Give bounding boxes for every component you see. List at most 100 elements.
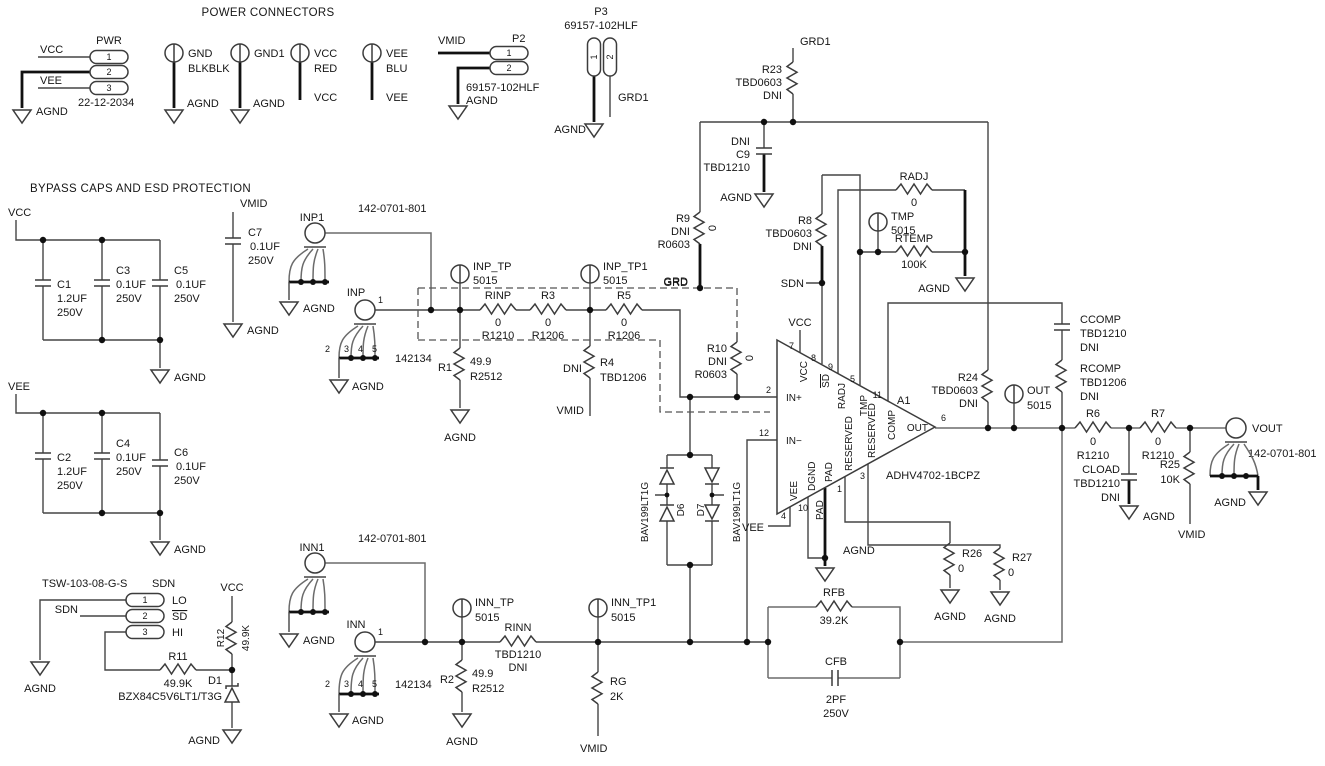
testpoint-INN_TP: INN_TP 5015	[452, 597, 514, 624]
r11-ref: R11	[168, 651, 187, 663]
tsw-pin-1: 1	[142, 595, 147, 605]
a1-pin-out-num: 6	[941, 413, 946, 423]
inn-part: 142134	[395, 679, 432, 691]
a1-pin-tmp-name: TMP	[859, 395, 870, 416]
net-label-agnd: AGND	[444, 432, 476, 444]
radj-value: 0	[911, 197, 917, 209]
jack-vcc-name: VCC	[314, 48, 337, 60]
a1-pin-vcc-num: 7	[789, 341, 794, 351]
net-label-agnd: AGND	[720, 192, 752, 204]
d6-ref: D6	[676, 503, 687, 516]
p3-ref: P3	[594, 6, 607, 18]
net-label-agnd: AGND	[446, 736, 478, 748]
r10-pkg: R0603	[695, 369, 727, 381]
net-label-agnd: AGND	[188, 735, 220, 747]
inn-pin-4: 4	[358, 679, 363, 689]
r4-note: DNI	[563, 363, 582, 375]
a1-pin-res1-name: RESERVED	[844, 416, 855, 471]
resistor-R26: R26 0 AGND	[934, 542, 982, 623]
d7-part: BAV199LT1G	[732, 482, 743, 542]
capacitor-C9: DNI C9 TBD1210 AGND	[704, 136, 774, 208]
c2-rating: 250V	[57, 480, 83, 492]
net-label-agnd: AGND	[303, 303, 335, 315]
vout-part: 142-0701-801	[1248, 448, 1317, 460]
resistor-RINP: RINP 0 R1210	[479, 290, 517, 342]
net-label-agnd: AGND	[554, 124, 586, 136]
pwr-ref: PWR	[96, 35, 122, 47]
resistor-R12: VCC R12 49.9K	[216, 582, 252, 655]
diode-D1: D1 BZX84C5V6LT1/T3G AGND	[118, 675, 242, 747]
inp-tp-ref: INP_TP	[473, 261, 512, 273]
c4-rating: 250V	[116, 466, 142, 478]
a1-pin-vcc-name: VCC	[799, 361, 810, 382]
inp1-ref: INP1	[300, 212, 324, 224]
capacitor-C7: VMID C7 0.1UF 250V AGND	[223, 198, 280, 338]
a1-pin-dgnd-num: 10	[798, 503, 808, 513]
c5-value: 0.1UF	[176, 279, 206, 291]
a1-pin-vee-name: VEE	[789, 481, 800, 501]
r27-ref: R27	[1012, 552, 1032, 564]
rinn-ref: RINN	[505, 622, 532, 634]
resistor-R27: R27 0 AGND	[984, 547, 1032, 625]
rtemp-ref: RTEMP	[895, 233, 933, 245]
capacitor-CCOMP: CCOMP TBD1210 DNI	[1053, 314, 1126, 354]
c9-value: TBD1210	[704, 162, 750, 174]
r24-ref: R24	[958, 372, 978, 384]
a1-pin-sd-num: 8	[811, 353, 816, 363]
jack-vee: VEE BLU VEE	[362, 43, 408, 104]
net-label-vee: VEE	[8, 381, 30, 393]
d1-part: BZX84C5V6LT1/T3G	[118, 691, 222, 703]
a1-pin-inpos-name: IN+	[786, 393, 802, 404]
opamp-triangle	[776, 338, 937, 516]
a1-pin-tmp-num: 5	[850, 374, 855, 384]
rinn-value: TBD1210	[495, 649, 541, 661]
net-label-agnd: AGND	[352, 715, 384, 727]
a1-pin-inneg-name: IN−	[786, 436, 802, 447]
rtemp-value: 100K	[901, 259, 927, 271]
resistor-R24: R24 TBD0603 DNI	[932, 369, 993, 410]
inp-tp-part: 5015	[473, 275, 497, 287]
inn1-ref: INN1	[299, 542, 324, 554]
rfb-ref: RFB	[823, 587, 845, 599]
net-label-agnd: AGND	[466, 95, 498, 107]
a1-pin-pad-name: PAD	[824, 462, 835, 482]
c3-ref: C3	[116, 265, 130, 277]
net-label-vcc: VCC	[788, 317, 811, 329]
inn-pin-3: 3	[344, 679, 349, 689]
net-label-agnd: AGND	[174, 372, 206, 384]
net-label-vcc: VCC	[40, 44, 63, 56]
opamp-A1: A1 ADHV4702-1BCPZ IN+ 2 IN− 12 VCC 7 SD …	[742, 317, 980, 582]
net-label-agnd: AGND	[352, 381, 384, 393]
r5-value: 0	[621, 317, 627, 329]
r23-ref: R23	[762, 64, 782, 76]
resistor-RG: RG 2K VMID	[580, 671, 627, 755]
r27-value: 0	[1008, 567, 1014, 579]
cfb-rating: 250V	[823, 708, 849, 720]
cfb-value: 2PF	[826, 694, 846, 706]
connector-INN1: INN1 142-0701-801 AGND	[279, 533, 427, 648]
net-label-grd1: GRD1	[618, 92, 649, 104]
r10-ref: R10	[707, 343, 727, 355]
net-label-agnd: AGND	[253, 98, 285, 110]
r24-note: DNI	[959, 398, 978, 410]
cload-note: DNI	[1101, 492, 1120, 504]
jack-gnd1: GND1 AGND	[230, 43, 285, 124]
a1-pin-res1-num: 1	[837, 484, 842, 494]
r2-pkg: R2512	[472, 683, 504, 695]
inp-part: 142134	[395, 353, 432, 365]
inp-tp1-ref: INP_TP1	[603, 261, 648, 273]
net-label-agnd: AGND	[843, 545, 875, 557]
ccomp-value: TBD1210	[1080, 328, 1126, 340]
r6-value: 0	[1090, 436, 1096, 448]
connector-P3: P3 69157-102HLF 1 2 GRD1 AGND	[554, 6, 649, 138]
p3-pin-2: 2	[605, 54, 615, 59]
resistor-RFB: RFB 39.2K	[815, 587, 853, 627]
tsw-ref: SDN	[152, 578, 175, 590]
net-label-vee: VEE	[40, 75, 62, 87]
cfb-ref: CFB	[825, 656, 847, 668]
r23-value: TBD0603	[736, 77, 782, 89]
section-title-bypass: BYPASS CAPS AND ESD PROTECTION	[30, 183, 251, 195]
net-label-grd1: GRD1	[800, 36, 831, 48]
